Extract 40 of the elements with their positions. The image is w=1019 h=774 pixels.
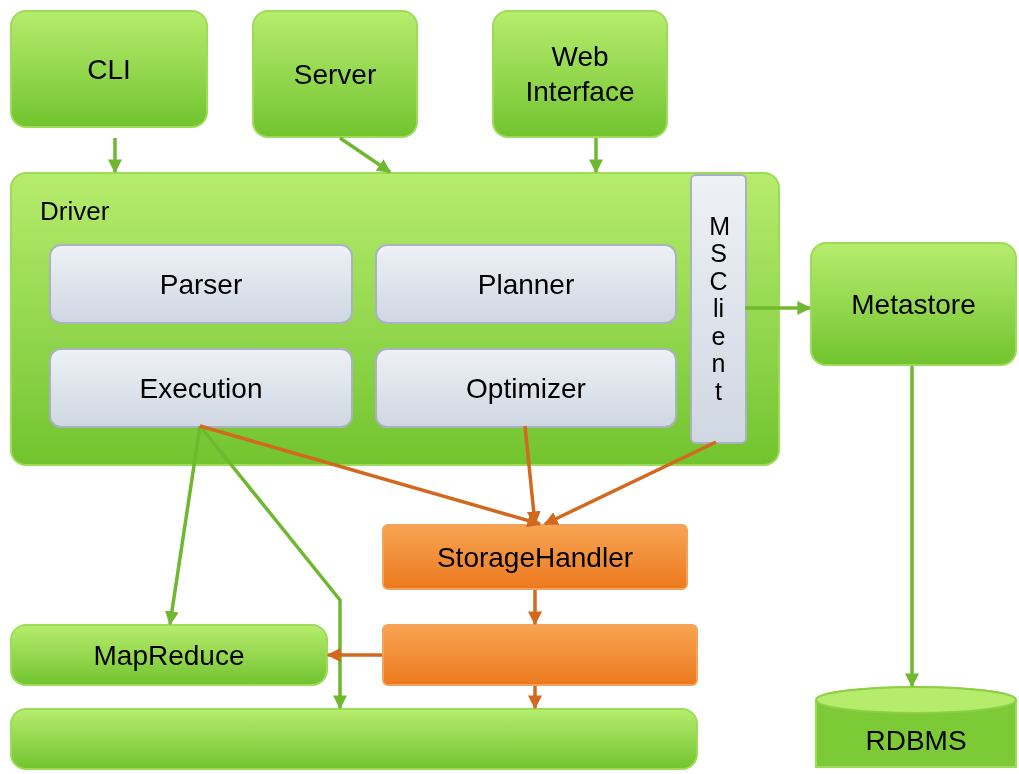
component-box <box>690 174 747 444</box>
arrow <box>528 686 542 710</box>
arrow <box>905 366 919 688</box>
arrow <box>589 138 603 174</box>
node-label: Server <box>292 57 378 92</box>
database-cylinder <box>815 686 1017 770</box>
component-box <box>49 348 353 428</box>
layer-bar <box>10 708 698 770</box>
node-label: Execution <box>138 371 264 406</box>
arrow <box>326 648 382 662</box>
node-label: StorageHandler <box>435 540 635 575</box>
node-label: MSClient <box>709 212 728 406</box>
process-box <box>810 242 1017 366</box>
arrow <box>164 425 202 626</box>
node-label: Optimizer <box>465 371 587 406</box>
arrow <box>745 301 812 315</box>
node-label: RDBMS <box>864 723 968 758</box>
process-box <box>492 10 668 138</box>
component-box <box>382 524 688 590</box>
component-box <box>375 348 677 428</box>
node-label: MapReduce <box>92 638 246 673</box>
node-label: Planner <box>476 267 576 302</box>
arrow <box>199 424 542 528</box>
node-label: CLI <box>86 52 132 87</box>
container-label: Driver <box>40 198 110 224</box>
process-box <box>10 10 208 128</box>
component-box <box>382 624 698 686</box>
arrow <box>198 424 347 710</box>
arrow <box>108 138 122 174</box>
arrow <box>339 136 392 174</box>
node-label: Metastore <box>850 287 977 322</box>
container-box <box>10 172 780 466</box>
node-label: Parser <box>158 267 244 302</box>
component-box <box>49 244 353 324</box>
process-box <box>10 624 328 686</box>
arrow <box>543 440 717 526</box>
arrow <box>528 590 542 626</box>
process-box <box>252 10 418 138</box>
component-box <box>375 244 677 324</box>
node-label: Web Interface <box>524 40 636 109</box>
